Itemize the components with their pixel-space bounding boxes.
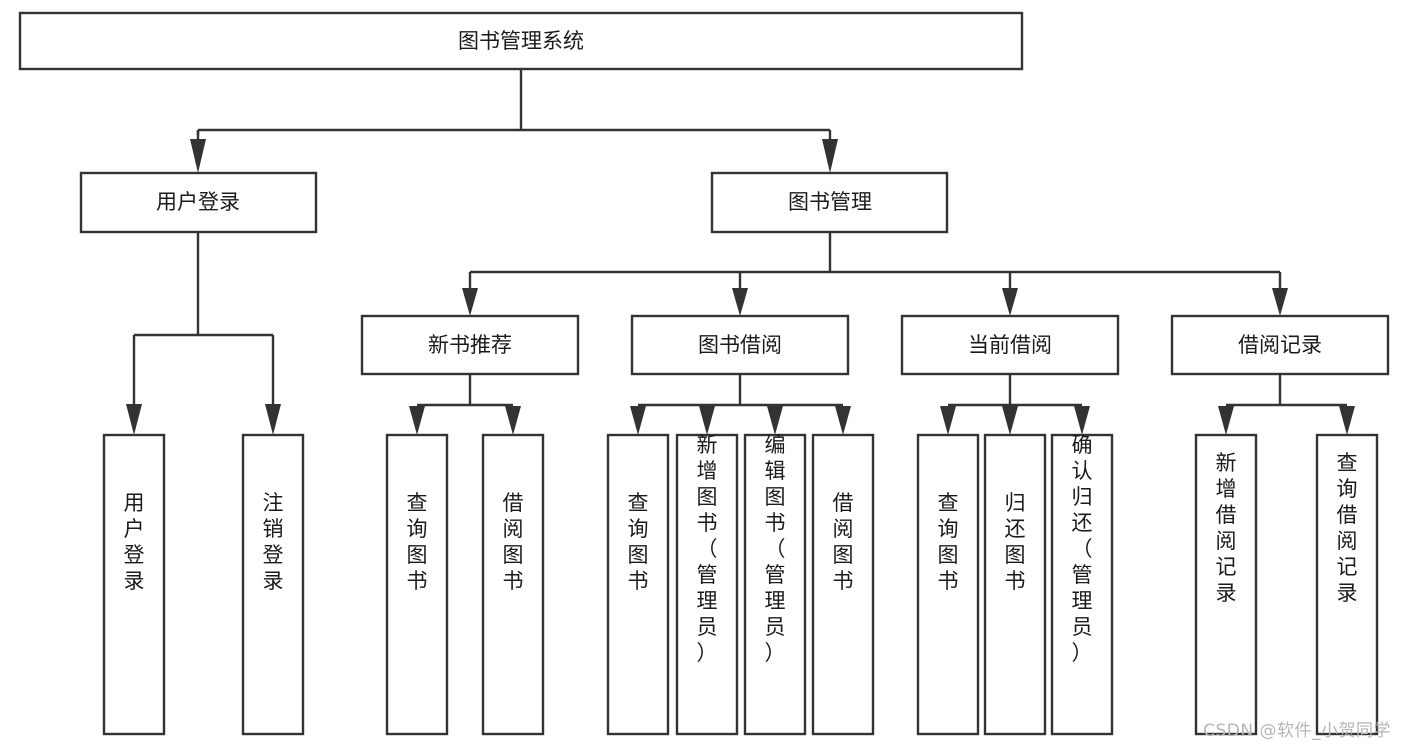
node-user-login-label: 用户登录 bbox=[156, 190, 240, 214]
connector-group-new-book-recommend bbox=[409, 374, 521, 435]
node-leaf-query-borrow-record-label: 查询借阅记录 bbox=[1337, 451, 1358, 605]
node-leaf-query-book-recommend[interactable]: 查询图书 bbox=[385, 433, 449, 736]
node-user-login-box[interactable] bbox=[79, 171, 318, 234]
arrow-head-leaf-add-borrow-record bbox=[1218, 406, 1234, 435]
node-current-borrow-box[interactable] bbox=[900, 314, 1120, 376]
node-leaf-confirm-return-admin[interactable]: 确认归还（管理员） bbox=[1050, 433, 1114, 736]
arrow-head-leaf-query-borrow-record bbox=[1339, 406, 1355, 435]
node-root-box[interactable] bbox=[18, 11, 1024, 71]
connector-group-user-login bbox=[126, 232, 281, 435]
node-root[interactable]: 图书管理系统 bbox=[18, 11, 1024, 71]
node-leaf-borrow-book-recommend-label: 借阅图书 bbox=[503, 491, 524, 593]
node-leaf-add-borrow-record-box[interactable] bbox=[1194, 433, 1258, 736]
node-leaf-return-book[interactable]: 归还图书 bbox=[983, 433, 1047, 736]
node-book-borrow-label: 图书借阅 bbox=[698, 333, 782, 357]
node-leaf-user-login-label: 用户登录 bbox=[124, 491, 145, 593]
connector-group-current-borrow bbox=[940, 374, 1090, 435]
node-leaf-add-book-admin-box[interactable] bbox=[675, 433, 739, 736]
node-leaf-confirm-return-admin-box[interactable] bbox=[1050, 433, 1114, 736]
node-current-borrow[interactable]: 当前借阅 bbox=[900, 314, 1120, 376]
arrow-head-book-manage bbox=[822, 139, 838, 173]
node-leaf-edit-book-admin[interactable]: 编辑图书（管理员） bbox=[743, 433, 807, 736]
connector-group-root bbox=[190, 69, 838, 173]
node-new-book-recommend[interactable]: 新书推荐 bbox=[360, 314, 580, 376]
node-leaf-user-logout[interactable]: 注销登录 bbox=[241, 433, 305, 736]
node-current-borrow-label: 当前借阅 bbox=[968, 333, 1052, 357]
node-leaf-query-book-recommend-box[interactable] bbox=[385, 433, 449, 736]
node-leaf-query-book-borrow[interactable]: 查询图书 bbox=[606, 433, 670, 736]
node-new-book-recommend-label: 新书推荐 bbox=[428, 333, 512, 357]
node-leaf-query-book-current-label: 查询图书 bbox=[938, 491, 959, 593]
node-borrow-record-box[interactable] bbox=[1170, 314, 1390, 376]
arrow-head-leaf-borrow-book-recommend bbox=[505, 406, 521, 435]
node-leaf-add-borrow-record-label: 新增借阅记录 bbox=[1216, 451, 1237, 605]
node-leaf-borrow-book-box[interactable] bbox=[811, 433, 875, 736]
node-root-label: 图书管理系统 bbox=[458, 29, 584, 53]
node-leaf-query-book-borrow-box[interactable] bbox=[606, 433, 670, 736]
connector-group-book-borrow bbox=[630, 374, 851, 435]
node-user-login[interactable]: 用户登录 bbox=[79, 171, 318, 234]
node-leaf-borrow-book-recommend-box[interactable] bbox=[481, 433, 545, 736]
arrow-head-leaf-confirm-return-admin bbox=[1074, 406, 1090, 435]
arrow-head-leaf-return-book bbox=[1002, 406, 1018, 435]
node-leaf-return-book-box[interactable] bbox=[983, 433, 1047, 736]
arrow-head-leaf-borrow-book bbox=[835, 406, 851, 435]
node-leaf-add-book-admin-label: 新增图书（管理员） bbox=[697, 433, 718, 665]
connector-group-book-manage bbox=[462, 232, 1288, 316]
csdn-watermark: CSDN @软件_小贺同学 bbox=[1203, 721, 1391, 741]
arrow-head-new-book-recommend bbox=[462, 288, 478, 316]
node-new-book-recommend-box[interactable] bbox=[360, 314, 580, 376]
connector-group-borrow-record bbox=[1218, 374, 1355, 435]
arrow-head-book-borrow bbox=[732, 288, 748, 316]
arrow-head-leaf-query-book-current bbox=[940, 406, 956, 435]
node-leaf-user-logout-label: 注销登录 bbox=[263, 491, 284, 593]
node-leaf-edit-book-admin-label: 编辑图书（管理员） bbox=[765, 433, 786, 665]
node-borrow-record-label: 借阅记录 bbox=[1238, 333, 1322, 357]
node-leaf-query-book-recommend-label: 查询图书 bbox=[407, 491, 428, 593]
node-leaf-query-book-borrow-label: 查询图书 bbox=[628, 491, 649, 593]
node-leaf-add-borrow-record[interactable]: 新增借阅记录 bbox=[1194, 433, 1258, 736]
node-leaf-confirm-return-admin-label: 确认归还（管理员） bbox=[1072, 433, 1093, 665]
node-book-borrow[interactable]: 图书借阅 bbox=[630, 314, 850, 376]
arrow-head-leaf-user-logout bbox=[265, 404, 281, 435]
node-leaf-borrow-book[interactable]: 借阅图书 bbox=[811, 433, 875, 736]
arrow-head-leaf-user-login bbox=[126, 404, 142, 435]
arrow-head-current-borrow bbox=[1002, 288, 1018, 316]
arrow-head-leaf-query-book-recommend bbox=[409, 406, 425, 435]
node-leaf-borrow-book-label: 借阅图书 bbox=[833, 491, 854, 593]
node-leaf-query-borrow-record[interactable]: 查询借阅记录 bbox=[1315, 433, 1379, 736]
node-leaf-borrow-book-recommend[interactable]: 借阅图书 bbox=[481, 433, 545, 736]
node-book-borrow-box[interactable] bbox=[630, 314, 850, 376]
node-leaf-return-book-label: 归还图书 bbox=[1005, 491, 1026, 593]
arrow-head-borrow-record bbox=[1272, 288, 1288, 316]
arrow-head-leaf-edit-book-admin bbox=[767, 406, 783, 435]
arrow-head-leaf-query-book-borrow bbox=[630, 406, 646, 435]
node-borrow-record[interactable]: 借阅记录 bbox=[1170, 314, 1390, 376]
arrow-head-leaf-add-book-admin bbox=[699, 406, 715, 435]
node-leaf-edit-book-admin-box[interactable] bbox=[743, 433, 807, 736]
node-book-manage[interactable]: 图书管理 bbox=[710, 171, 949, 234]
arrow-head-user-login bbox=[190, 139, 206, 173]
node-leaf-query-book-current[interactable]: 查询图书 bbox=[916, 433, 980, 736]
node-leaf-query-book-current-box[interactable] bbox=[916, 433, 980, 736]
node-leaf-user-login[interactable]: 用户登录 bbox=[102, 433, 166, 736]
node-book-manage-box[interactable] bbox=[710, 171, 949, 234]
node-leaf-user-logout-box[interactable] bbox=[241, 433, 305, 736]
node-leaf-query-borrow-record-box[interactable] bbox=[1315, 433, 1379, 736]
node-leaf-user-login-box[interactable] bbox=[102, 433, 166, 736]
node-leaf-add-book-admin[interactable]: 新增图书（管理员） bbox=[675, 433, 739, 736]
node-book-manage-label: 图书管理 bbox=[788, 190, 872, 214]
